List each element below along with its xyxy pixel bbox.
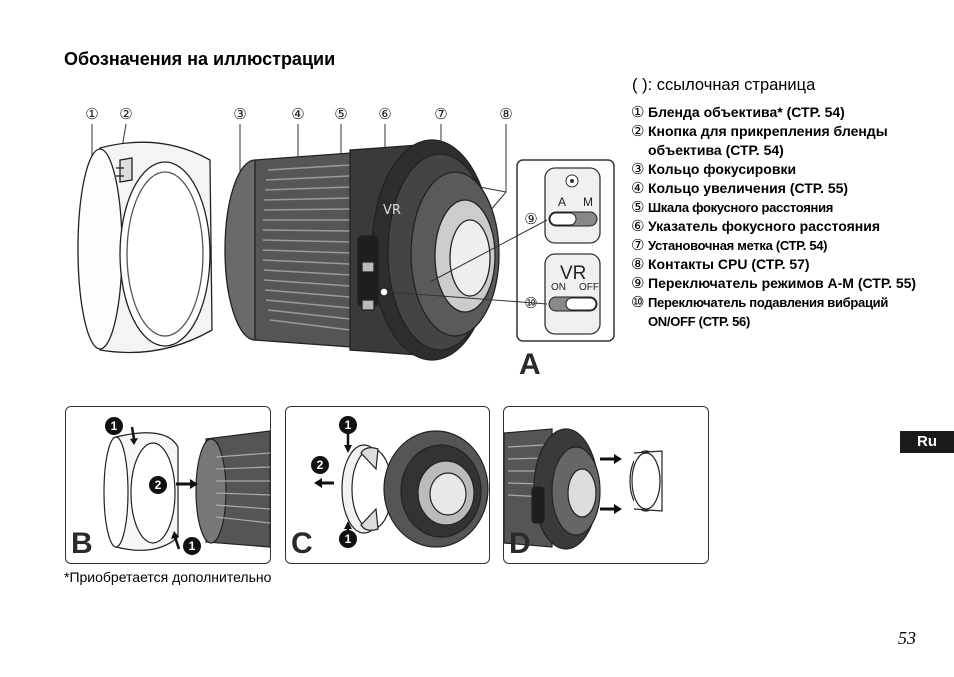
panel-a-letter: A (519, 348, 541, 381)
callout-6: ⑥ (378, 105, 391, 123)
panel-c: 1 2 1 C (285, 406, 490, 564)
inset-on-label: ON (551, 282, 566, 293)
step-badge: 1 (189, 539, 196, 553)
inset-a-label: A (558, 195, 566, 209)
callout-3: ③ (233, 105, 246, 123)
callout-9: ⑨ (524, 210, 537, 228)
inset-a (387, 159, 615, 342)
callout-8: ⑧ (499, 105, 512, 123)
lens-body (224, 139, 500, 361)
page-number: 53 (898, 628, 916, 648)
step-badge: 2 (155, 478, 162, 492)
step-badge: 1 (345, 418, 352, 432)
panel-d: D (503, 406, 709, 564)
panel-b: 1 2 1 B (65, 406, 271, 564)
language-tab: Ru (900, 431, 954, 453)
lens-vr-mark: VR (383, 203, 401, 218)
callout-10: ⑩ (524, 294, 537, 312)
callout-2: ② (119, 105, 132, 123)
step-badge: 2 (317, 458, 324, 472)
panel-b-letter: B (71, 527, 93, 560)
step-badge: 1 (111, 419, 118, 433)
callout-1: ① (85, 105, 98, 123)
footnote: *Приобретается дополнительно (64, 569, 272, 585)
callout-7: ⑦ (434, 105, 447, 123)
inset-vr-label: VR (560, 263, 586, 284)
panel-c-letter: C (291, 527, 313, 560)
inset-m-label: M (583, 195, 593, 209)
callout-5: ⑤ (334, 105, 347, 123)
page-title: Обозначения на иллюстрации (64, 49, 336, 69)
inset-off-label: OFF (579, 282, 599, 293)
panel-d-letter: D (509, 527, 531, 560)
step-badge: 1 (345, 532, 352, 546)
lens-hood (77, 141, 213, 354)
reference-note: ( ): ссылочная страница (632, 76, 816, 94)
callout-4: ④ (291, 105, 304, 123)
